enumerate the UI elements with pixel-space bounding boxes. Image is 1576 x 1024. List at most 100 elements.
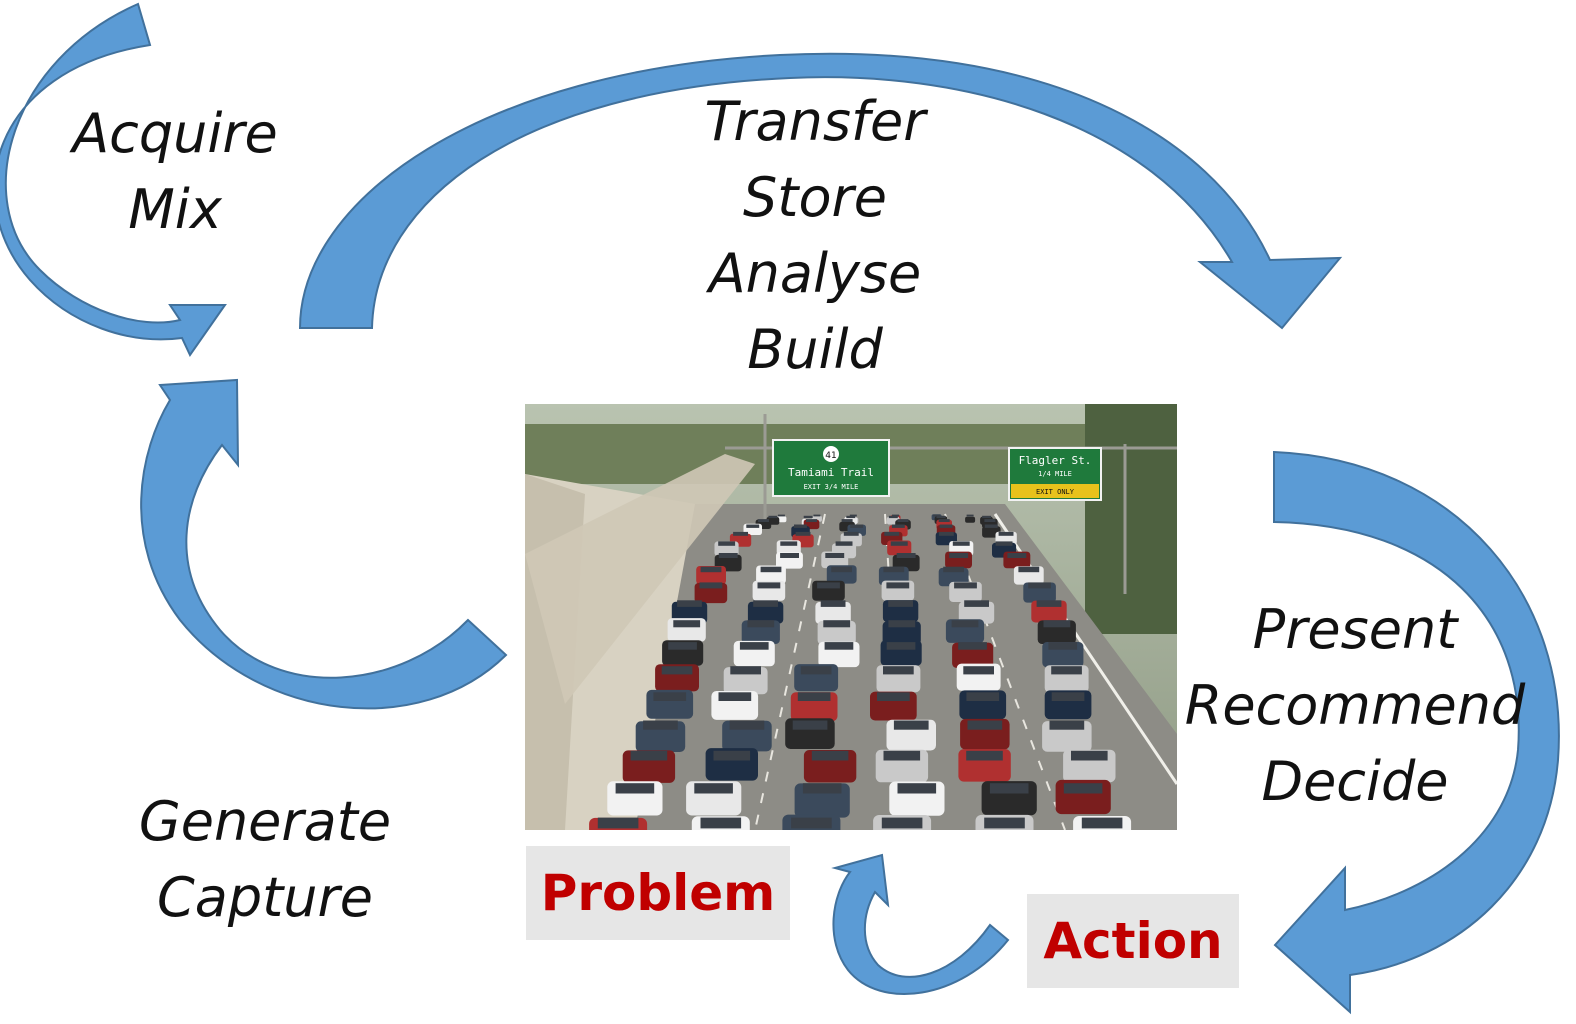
- car-window: [823, 620, 851, 628]
- car-window: [892, 514, 899, 517]
- car-window: [831, 566, 852, 573]
- car-window: [884, 531, 900, 536]
- car-window: [615, 783, 655, 794]
- capture-text: Capture: [157, 866, 373, 929]
- car-window: [792, 720, 828, 730]
- car-window: [883, 566, 905, 573]
- car-window: [954, 582, 977, 589]
- car-window: [890, 541, 908, 546]
- car-window: [694, 783, 733, 794]
- car-window: [677, 600, 702, 607]
- car-window: [888, 600, 913, 607]
- car-window: [877, 692, 910, 701]
- car-window: [896, 553, 916, 558]
- car-window: [802, 783, 842, 794]
- car-window: [967, 720, 1003, 730]
- car-window: [963, 666, 994, 675]
- car-window: [1063, 783, 1103, 794]
- car-window: [943, 566, 964, 573]
- car-window: [883, 750, 921, 761]
- car-window: [791, 817, 832, 829]
- generate-text: Generate: [138, 790, 392, 853]
- car-window: [982, 515, 992, 519]
- route-shield-text: 41: [825, 451, 836, 461]
- car-window: [966, 514, 974, 517]
- car-window: [794, 524, 807, 528]
- right-arc-arrow: [1273, 450, 1560, 1015]
- car-window: [1048, 642, 1078, 650]
- right-sign-bar: EXIT ONLY: [1036, 488, 1075, 496]
- car-window: [846, 515, 856, 519]
- car-window: [849, 514, 857, 517]
- car-window: [933, 514, 941, 517]
- car-window: [700, 566, 722, 573]
- car-window: [729, 720, 765, 730]
- car-window: [883, 666, 914, 675]
- car: [815, 602, 851, 624]
- car-window: [951, 620, 979, 628]
- car-window: [718, 692, 752, 701]
- car-window: [958, 642, 987, 650]
- car-window: [597, 817, 639, 829]
- car-window: [820, 600, 846, 607]
- car-window: [936, 515, 946, 519]
- car-window: [733, 531, 748, 536]
- car-window: [843, 531, 859, 536]
- left-arc-arrow: [140, 378, 508, 710]
- car-window: [780, 553, 799, 558]
- car-window: [841, 519, 853, 522]
- right-sign-sub: 1/4 MILE: [1038, 470, 1072, 478]
- car-window: [661, 666, 693, 675]
- car-window: [938, 531, 954, 536]
- car-window: [938, 519, 950, 522]
- car-window: [747, 620, 775, 628]
- car-window: [984, 524, 998, 528]
- car-window: [1043, 620, 1071, 628]
- recommend-text: Recommend: [1184, 674, 1526, 737]
- car-window: [888, 515, 898, 519]
- car-window: [795, 531, 811, 536]
- car-window: [998, 531, 1014, 536]
- car-window: [1051, 692, 1085, 701]
- car-window: [984, 519, 996, 522]
- action-tag: Action: [1027, 894, 1239, 988]
- car-window: [966, 692, 1000, 701]
- car-window: [835, 541, 853, 546]
- car-window: [753, 600, 778, 607]
- car-window: [797, 692, 831, 701]
- car-window: [1049, 720, 1085, 730]
- traffic-jam-photo: 41 Tamiami Trail EXIT 3/4 MILE Flagler S…: [525, 404, 1177, 830]
- car-window: [757, 582, 781, 589]
- car-window: [886, 582, 910, 589]
- car-window: [939, 524, 953, 528]
- flagler-st-sign: Flagler St. 1/4 MILE EXIT ONLY: [1008, 447, 1102, 501]
- present-group-label: Present Recommend Decide: [1180, 592, 1530, 820]
- transfer-text: Transfer: [704, 90, 926, 153]
- top-left-loop-arrow: [0, 2, 227, 357]
- problem-tag: Problem: [526, 846, 790, 940]
- car-window: [758, 519, 769, 522]
- acquire-text: Acquire: [72, 102, 278, 165]
- car-window: [746, 524, 760, 528]
- car-window: [777, 514, 785, 517]
- car-window: [780, 541, 798, 546]
- decide-text: Decide: [1261, 750, 1449, 813]
- left-sign-title: Tamiami Trail: [788, 466, 874, 479]
- car-window: [964, 600, 989, 607]
- car-window: [699, 582, 723, 589]
- bottom-loop-arrow: [831, 853, 1010, 995]
- car-window: [886, 642, 916, 650]
- car-window: [739, 642, 769, 650]
- car-window: [668, 642, 697, 650]
- car-window: [1018, 566, 1040, 573]
- car-window: [995, 541, 1013, 546]
- car-window: [1081, 817, 1123, 829]
- car-window: [825, 553, 845, 558]
- transfer-group-label: Transfer Store Analyse Build: [670, 84, 960, 388]
- top-arc-arrow: [298, 52, 1343, 330]
- car-window: [673, 620, 701, 628]
- car-window: [800, 666, 832, 675]
- car-window: [760, 566, 782, 573]
- car-window: [817, 582, 840, 589]
